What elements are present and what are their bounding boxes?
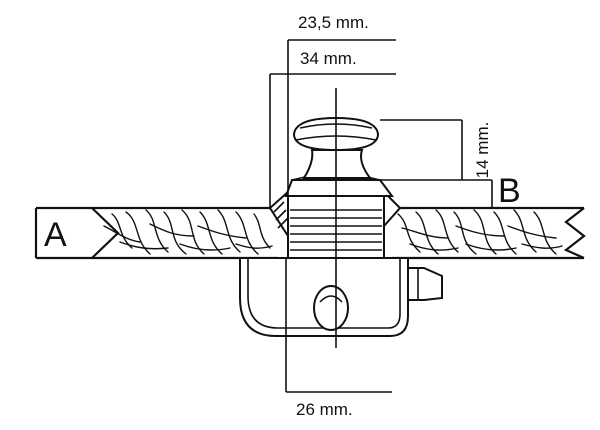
keyhole-opening (313, 285, 349, 331)
dimension-top-width (287, 39, 396, 208)
label-b: B (498, 172, 521, 210)
label-a: A (44, 216, 67, 254)
dim-label-34: 34 mm. (300, 49, 357, 68)
dim-label-14: 14 mm. (473, 122, 492, 179)
dim-label-23-5: 23,5 mm. (298, 13, 369, 32)
stud-body (268, 189, 402, 259)
dimension-mid-width (269, 73, 396, 208)
dimension-base-width (285, 258, 392, 393)
stud-head (284, 116, 394, 197)
dimension-height (380, 119, 493, 208)
dim-label-26: 26 mm. (296, 400, 353, 419)
wood-board (34, 206, 586, 260)
lower-housing (239, 257, 443, 337)
